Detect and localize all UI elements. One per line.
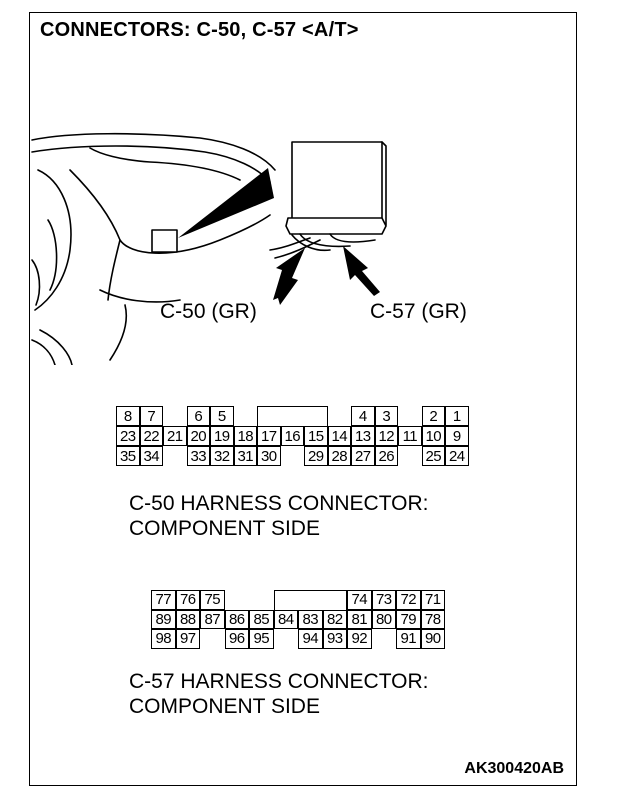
pin-cell: 83 [298, 609, 323, 629]
pin-cell: 34 [139, 446, 163, 466]
pin-cell: 96 [224, 629, 249, 649]
pin-cell: 2 [421, 406, 445, 426]
pin-cell: 21 [163, 426, 187, 446]
c50-caption: C-50 HARNESS CONNECTOR: COMPONENT SIDE [129, 491, 429, 541]
pin-cell: 11 [398, 426, 422, 446]
c57-caption-line2: COMPONENT SIDE [129, 695, 320, 718]
pin-cell: 85 [249, 609, 274, 629]
pin-cell: 90 [420, 629, 445, 649]
pin-cell: 26 [374, 446, 398, 466]
connector-key-block [273, 590, 347, 611]
pin-cell: 25 [421, 446, 445, 466]
pin-cell: 32 [210, 446, 234, 466]
pin-cell: 5 [210, 406, 234, 426]
pin-cell: 84 [273, 609, 298, 629]
pin-cell: 93 [322, 629, 347, 649]
figure-code: AK300420AB [464, 760, 564, 777]
pin-cell: 23 [116, 426, 140, 446]
pin-cell: 10 [421, 426, 445, 446]
pin-cell: 22 [139, 426, 163, 446]
pin-cell: 72 [396, 590, 421, 610]
pin-cell: 18 [233, 426, 257, 446]
pin-cell: 92 [347, 629, 372, 649]
pin-cell: 88 [175, 609, 200, 629]
pin-cell: 98 [151, 629, 176, 649]
pin-cell: 14 [327, 426, 351, 446]
c57-caption-line1: C-57 HARNESS CONNECTOR: [129, 670, 429, 693]
pin-cell: 76 [175, 590, 200, 610]
pin-cell: 33 [186, 446, 210, 466]
pin-cell: 27 [351, 446, 375, 466]
pin-cell: 74 [347, 590, 372, 610]
c57-location-label: C-57 (GR) [370, 300, 467, 323]
pin-cell: 71 [420, 590, 445, 610]
c57-caption: C-57 HARNESS CONNECTOR: COMPONENT SIDE [129, 669, 429, 719]
pin-cell: 80 [371, 609, 396, 629]
pin-cell: 87 [200, 609, 225, 629]
pin-cell: 35 [116, 446, 140, 466]
pin-cell: 82 [322, 609, 347, 629]
pin-cell: 94 [298, 629, 323, 649]
pin-cell: 9 [445, 426, 469, 446]
pin-cell: 86 [224, 609, 249, 629]
pin-cell: 89 [151, 609, 176, 629]
pin-cell: 4 [351, 406, 375, 426]
pin-cell: 95 [249, 629, 274, 649]
pin-cell: 7 [139, 406, 163, 426]
c50-caption-line1: C-50 HARNESS CONNECTOR: [129, 492, 429, 515]
ecu-location-illustration [31, 132, 387, 365]
pin-cell: 8 [116, 406, 140, 426]
pin-cell: 6 [186, 406, 210, 426]
pin-cell: 75 [200, 590, 225, 610]
connector-key-block [257, 406, 328, 427]
pin-cell: 13 [351, 426, 375, 446]
pin-cell: 15 [304, 426, 328, 446]
pin-cell: 73 [371, 590, 396, 610]
pin-cell: 91 [396, 629, 421, 649]
figure-frame [29, 12, 577, 786]
pin-cell: 12 [374, 426, 398, 446]
pin-cell: 78 [420, 609, 445, 629]
pin-cell: 16 [280, 426, 304, 446]
pin-cell: 31 [233, 446, 257, 466]
pin-cell: 77 [151, 590, 176, 610]
pin-cell: 19 [210, 426, 234, 446]
pin-cell: 1 [445, 406, 469, 426]
pin-cell: 97 [175, 629, 200, 649]
pin-cell: 29 [304, 446, 328, 466]
pin-cell: 3 [374, 406, 398, 426]
pin-cell: 81 [347, 609, 372, 629]
pin-cell: 17 [257, 426, 281, 446]
c50-location-label: C-50 (GR) [160, 300, 257, 323]
pin-cell: 28 [327, 446, 351, 466]
pin-cell: 24 [445, 446, 469, 466]
pin-cell: 20 [186, 426, 210, 446]
pin-cell: 79 [396, 609, 421, 629]
page-title: CONNECTORS: C-50, C-57 <A/T> [40, 19, 359, 41]
pin-cell: 30 [257, 446, 281, 466]
c50-caption-line2: COMPONENT SIDE [129, 517, 320, 540]
